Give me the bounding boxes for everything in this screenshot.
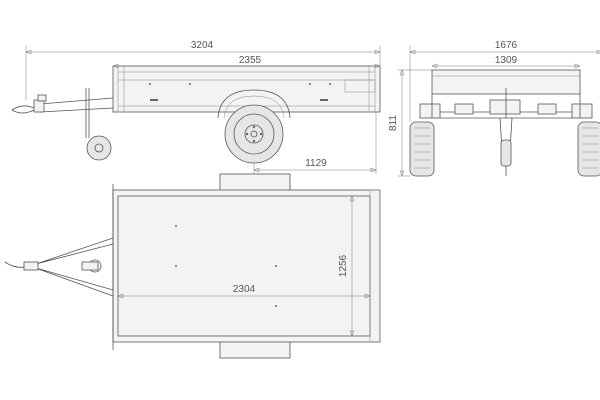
- dim-axle-offset: 1129: [305, 158, 327, 169]
- dim-overall-length: 3204: [191, 40, 214, 51]
- rear-tire-right: [577, 121, 600, 177]
- rear-light-left: [419, 103, 441, 119]
- dim-overall-width: 1676: [495, 40, 518, 51]
- dimension-height: [398, 69, 432, 177]
- dimension-overall-length: [25, 46, 381, 100]
- dim-inner-width: 1256: [338, 254, 349, 277]
- dimension-body-width: [431, 63, 581, 69]
- dim-inner-length: 2304: [233, 284, 256, 295]
- side-fender: [217, 89, 291, 119]
- top-a-frame: [29, 237, 114, 297]
- side-body-box: [112, 65, 381, 113]
- dimension-axle-offset: [253, 112, 377, 174]
- rear-light-right: [571, 103, 593, 119]
- jockey-wheel: [86, 135, 112, 161]
- side-drawbar: [39, 97, 114, 113]
- top-view: 2304 1256: [4, 173, 381, 359]
- dimension-inner-width: [349, 195, 355, 337]
- dim-height: 811: [388, 115, 399, 131]
- side-view: 3204 2355 1129: [11, 40, 381, 174]
- dim-body-width: 1309: [495, 55, 518, 66]
- rear-tire-left: [409, 121, 435, 177]
- rear-view: 1676 1309 811: [388, 40, 600, 177]
- top-deck-rivets: [175, 225, 277, 307]
- wheel-lug-bolts: [245, 125, 263, 143]
- side-rivets: [149, 83, 331, 101]
- top-body-outer: [112, 189, 381, 343]
- hitch-coupler: [33, 99, 45, 113]
- top-hitch-coupler: [23, 261, 39, 271]
- dimension-inner-length: [117, 293, 371, 299]
- dimension-body-length: [112, 63, 381, 69]
- rear-jockey-wheel: [500, 139, 512, 167]
- dim-body-length: 2355: [239, 55, 262, 66]
